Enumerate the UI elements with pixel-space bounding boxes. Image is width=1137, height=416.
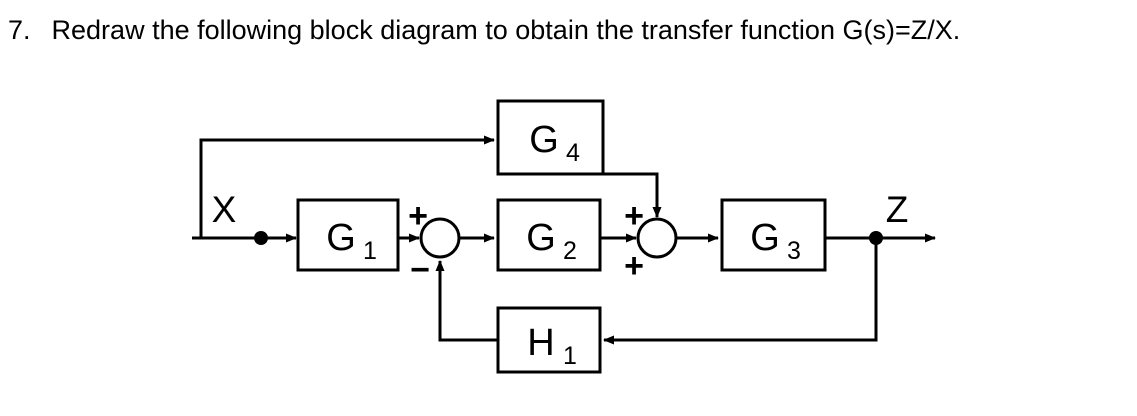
block-g2-subscript: 2 — [563, 237, 577, 265]
summing-junction-1-plus-sign: + — [408, 197, 428, 235]
problem-number: 7. — [8, 15, 31, 45]
problem-statement: 7. Redraw the following block diagram to… — [8, 14, 1128, 50]
block-h1: H 1 — [496, 306, 602, 374]
block-g1-rect — [296, 198, 400, 272]
block-diagram: G 4 G 1 G 2 G 3 H 1 — [0, 60, 1137, 416]
summing-junction-2-plus-sign-bottom: + — [624, 247, 644, 285]
block-g1-label: G — [326, 217, 356, 259]
summing-junction-1-circle — [419, 217, 461, 259]
block-g3-label: G — [750, 217, 780, 259]
block-g2: G 2 — [496, 198, 602, 272]
block-g4-label: G — [529, 119, 559, 161]
summing-junction-1-minus-sign: − — [410, 251, 430, 289]
wire-h1-to-sum1 — [435, 260, 498, 342]
block-g4-subscript: 4 — [566, 139, 580, 167]
block-g1-subscript: 1 — [363, 237, 377, 265]
wire-g4-to-sum2 — [603, 172, 662, 218]
block-g2-label: G — [526, 217, 556, 259]
wire-x-to-g4 — [199, 135, 495, 238]
block-g4: G 4 — [496, 99, 605, 176]
output-label-z: Z — [886, 189, 909, 230]
problem-text: Redraw the following block diagram to ob… — [51, 15, 961, 45]
input-label-x: X — [212, 189, 237, 230]
block-g4-rect — [496, 99, 605, 176]
block-h1-label: H — [527, 322, 554, 364]
block-h1-rect — [496, 306, 602, 374]
block-h1-subscript: 1 — [563, 342, 577, 370]
block-g3-rect — [720, 198, 827, 272]
summing-junction-2: + + — [624, 197, 678, 285]
block-g3: G 3 — [720, 198, 827, 272]
block-diagram-svg: G 4 G 1 G 2 G 3 H 1 — [192, 99, 936, 374]
summing-junction-1: + − — [408, 197, 461, 289]
branch-node-x — [254, 231, 268, 245]
branch-node-z — [869, 231, 883, 245]
block-g2-rect — [496, 198, 602, 272]
block-g3-subscript: 3 — [787, 237, 801, 265]
summing-junction-2-plus-sign-top: + — [624, 197, 644, 235]
block-g1: G 1 — [296, 198, 400, 272]
wire-z-to-h1 — [603, 238, 878, 345]
summing-junction-2-circle — [636, 217, 678, 259]
